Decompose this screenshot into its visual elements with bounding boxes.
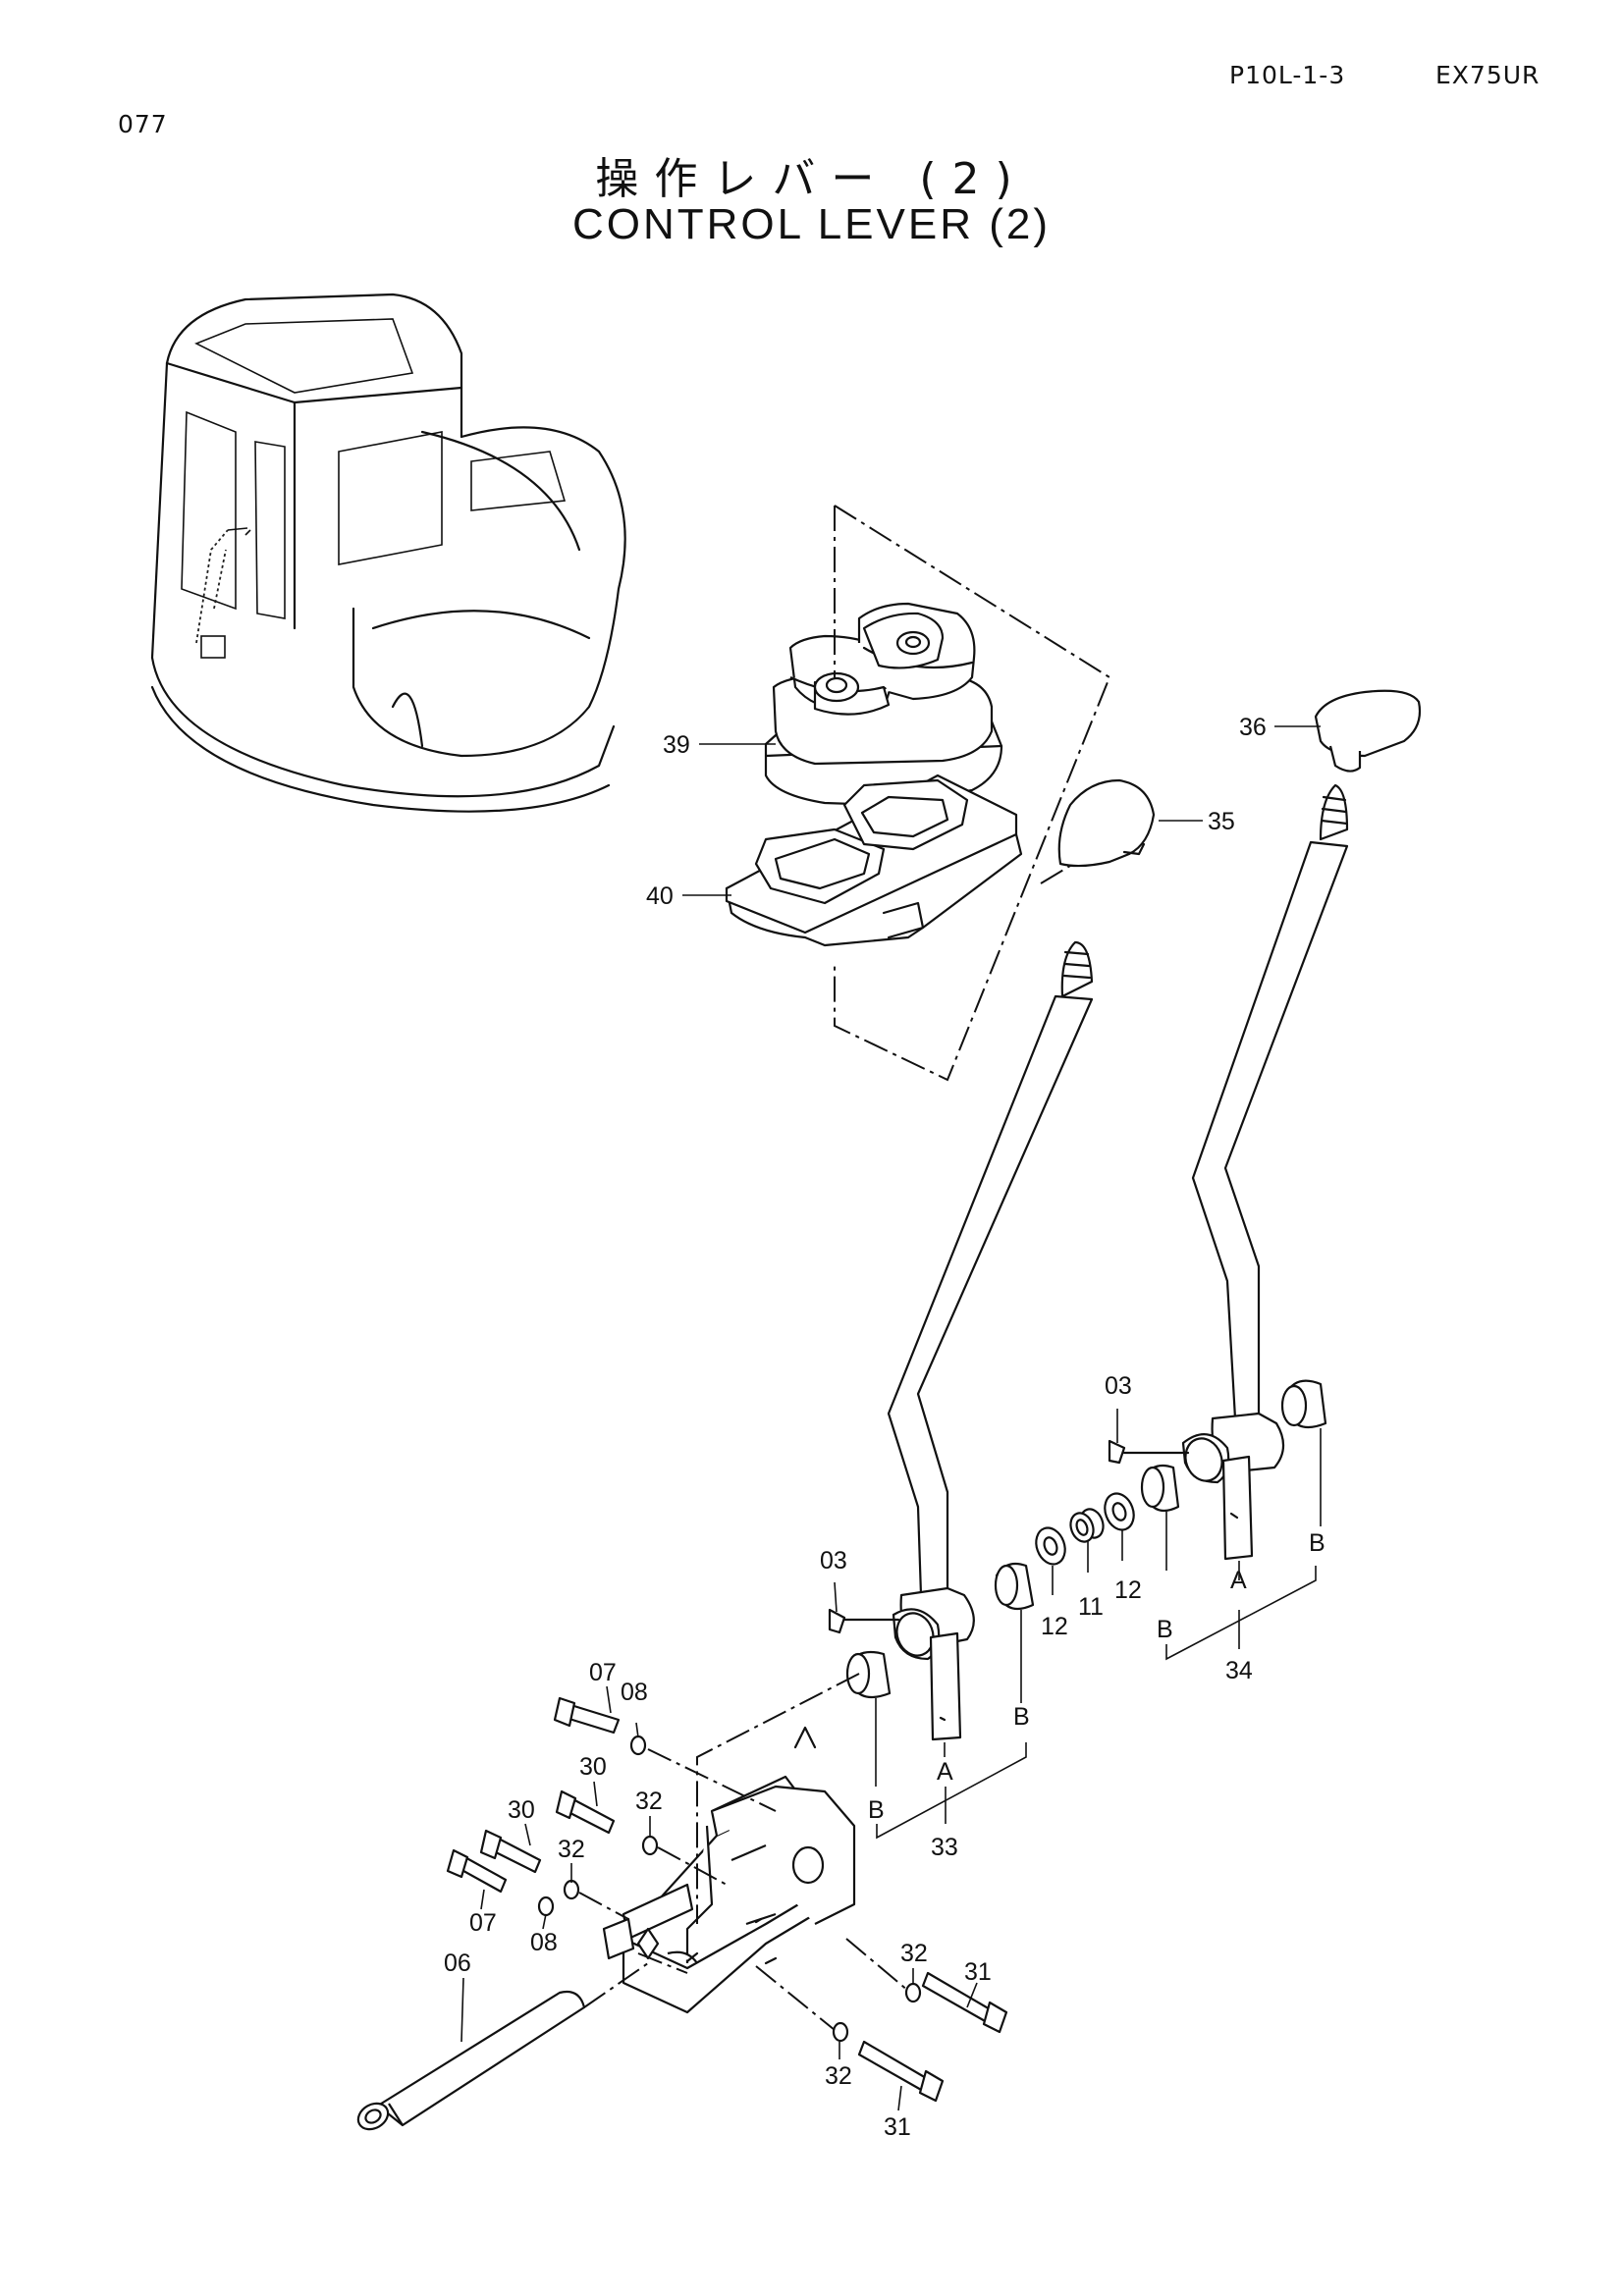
washer-32-mid — [563, 1879, 580, 1900]
label-34: 34 — [1225, 1657, 1253, 1684]
label-08-lower: 08 — [530, 1929, 558, 1956]
label-a-33: A — [937, 1758, 953, 1786]
label-03-left: 03 — [820, 1547, 847, 1575]
leader-lines — [460, 725, 1322, 2111]
label-35: 35 — [1208, 808, 1235, 835]
label-07-upper: 07 — [589, 1659, 617, 1686]
label-12-left: 12 — [1041, 1613, 1068, 1640]
label-33: 33 — [931, 1834, 958, 1861]
cover-part-40 — [725, 774, 1023, 947]
centerline — [637, 1952, 688, 1974]
lever-part-33 — [887, 940, 1094, 1741]
knob-part-35 — [1057, 778, 1156, 868]
label-32-lower-right: 32 — [825, 2062, 852, 2090]
shaft-part-06 — [356, 1990, 586, 2131]
lever-part-34 — [1181, 783, 1349, 1561]
title-english: CONTROL LEVER (2) — [571, 200, 1051, 248]
label-b-34-right: B — [1309, 1529, 1325, 1557]
label-b-33-right: B — [1013, 1703, 1030, 1731]
excavator-cab-illustration — [150, 293, 626, 813]
bushing-b-mid-right — [1140, 1464, 1180, 1513]
centerline — [583, 1962, 649, 2008]
screw-03-right — [1108, 1439, 1190, 1465]
label-b-34-left: B — [1157, 1616, 1173, 1643]
bolt-07-upper — [553, 1696, 621, 1735]
page-number: 077 — [118, 110, 168, 138]
bolt-30-upper — [555, 1789, 616, 1835]
bolt-31-lower — [857, 2040, 945, 2103]
model-code: EX75UR — [1435, 61, 1541, 89]
centerline — [657, 1846, 728, 1886]
label-a-34: A — [1230, 1567, 1247, 1594]
centerline — [647, 1748, 777, 1812]
part-labels: 39 40 35 36 03 03 12 11 12 B A B 34 B A … — [444, 714, 1325, 2141]
label-06: 06 — [444, 1949, 471, 1977]
washer-32-upper — [641, 1835, 659, 1856]
label-12-right: 12 — [1114, 1576, 1142, 1604]
washer-12-right — [1104, 1492, 1135, 1531]
page-code: P10L-1-3 — [1229, 61, 1346, 89]
boot-part-39 — [764, 602, 1003, 807]
label-03-right: 03 — [1105, 1372, 1132, 1400]
bolt-07-lower — [446, 1848, 508, 1894]
centerline — [845, 1938, 909, 1992]
knob-part-36 — [1314, 689, 1422, 773]
label-40: 40 — [646, 882, 674, 910]
label-36: 36 — [1239, 714, 1267, 741]
centerline — [755, 1965, 836, 2031]
washer-32-right — [904, 1982, 922, 2003]
label-30-upper: 30 — [579, 1753, 607, 1781]
label-07-lower: 07 — [469, 1909, 497, 1937]
label-11: 11 — [1078, 1593, 1104, 1621]
lever-bracket-base — [602, 1726, 856, 2014]
screw-03-left — [828, 1608, 900, 1634]
label-31-lower: 31 — [884, 2113, 911, 2141]
label-b-33-left: B — [868, 1796, 885, 1824]
bushing-b-mid-left — [994, 1562, 1035, 1611]
bushing-b-right — [1280, 1379, 1327, 1429]
bolt-31-upper — [921, 1971, 1008, 2034]
label-31-upper: 31 — [964, 1958, 992, 1986]
label-30-lower: 30 — [508, 1796, 535, 1824]
label-39: 39 — [663, 731, 690, 759]
label-08-upper: 08 — [621, 1679, 648, 1706]
bolt-30-lower — [479, 1829, 542, 1874]
title-japanese: 操作レバー (2) — [595, 154, 1028, 204]
assembly-bracket-line — [834, 505, 1111, 1082]
label-32-right: 32 — [900, 1940, 928, 1967]
bushing-b-left — [845, 1650, 892, 1699]
spring-washer-11 — [1069, 1508, 1105, 1543]
label-32-mid: 32 — [558, 1836, 585, 1863]
washer-08-upper — [629, 1735, 647, 1756]
washer-08-lower — [537, 1896, 555, 1917]
centerline — [578, 1892, 629, 1920]
washer-12-left — [1035, 1526, 1066, 1566]
washer-32-lower-right — [832, 2021, 849, 2043]
label-32-upper: 32 — [635, 1788, 663, 1815]
